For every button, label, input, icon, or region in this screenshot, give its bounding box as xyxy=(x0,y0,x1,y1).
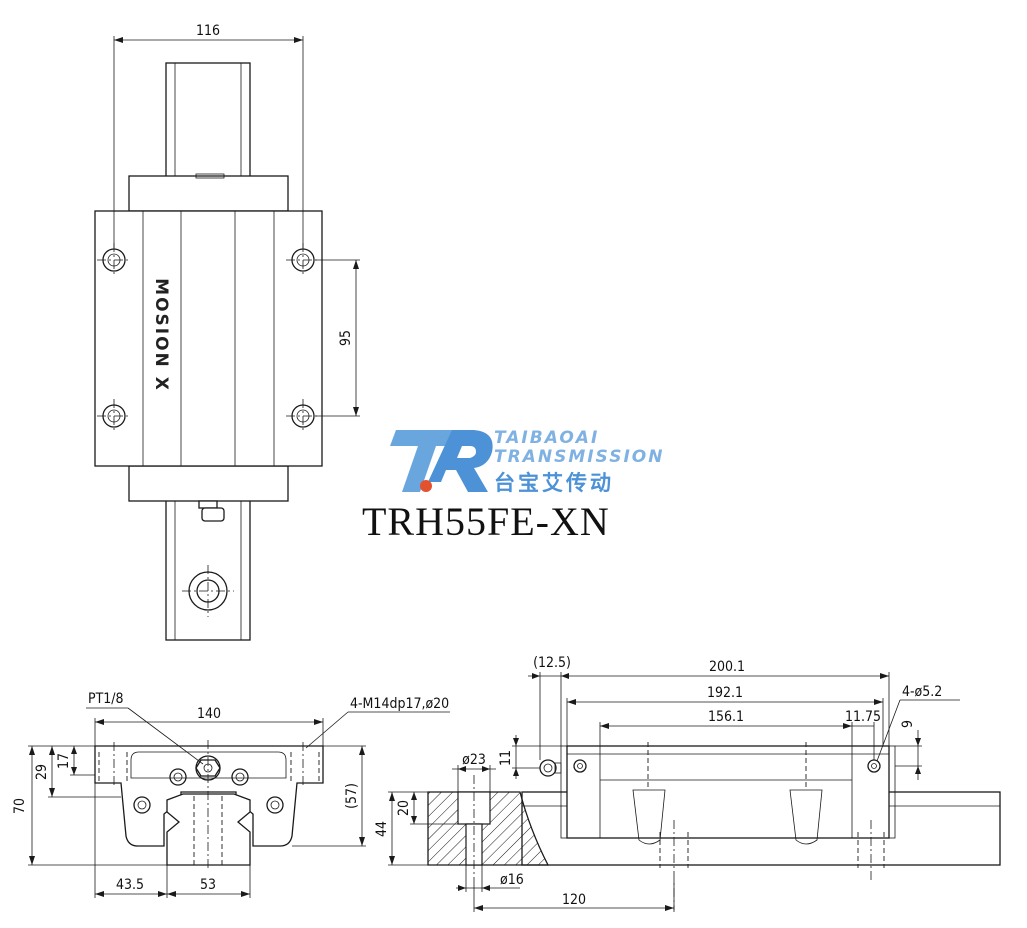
dim-rail-counterbore: ø23 xyxy=(452,752,496,792)
svg-text:ø16: ø16 xyxy=(500,872,524,888)
top-view: MOSION X 116 95 xyxy=(94,23,360,641)
block-marking: MOSION X xyxy=(151,278,171,392)
side-grease-nipple-icon xyxy=(539,759,562,777)
dim-side-top: 11 xyxy=(498,735,561,779)
callout-thread: 4-M14dp17,ø20 xyxy=(305,696,450,749)
front-view-rail xyxy=(166,793,251,866)
svg-text:29: 29 xyxy=(34,764,50,780)
top-view-rail-hole xyxy=(182,565,234,617)
svg-text:120: 120 xyxy=(562,892,586,908)
top-view-mounting-holes xyxy=(97,243,320,433)
svg-text:43.5: 43.5 xyxy=(116,877,144,893)
svg-text:台宝艾传动: 台宝艾传动 xyxy=(494,471,614,495)
callout-lube: PT1/8 xyxy=(86,691,204,765)
model-title: TRH55FE-XN xyxy=(362,499,610,544)
dim-side-body: 192.1 xyxy=(566,685,884,746)
side-view: (12.5) 200.1 192.1 156.1 xyxy=(374,655,1001,912)
svg-text:PT1/8: PT1/8 xyxy=(88,691,124,707)
svg-text:116: 116 xyxy=(196,23,220,39)
svg-text:4-M14dp17,ø20: 4-M14dp17,ø20 xyxy=(350,696,449,712)
svg-text:192.1: 192.1 xyxy=(707,685,743,701)
front-view: PT1/8 4-M14dp17,ø20 140 70 xyxy=(12,691,450,898)
svg-text:200.1: 200.1 xyxy=(709,659,745,675)
top-view-end-seal-bottom xyxy=(128,465,289,502)
dim-rail-pitch: 120 xyxy=(473,880,675,912)
top-view-block xyxy=(94,210,323,467)
svg-text:TAIBAOAI: TAIBAOAI xyxy=(494,428,599,448)
dim-front-h: (57) xyxy=(292,745,366,847)
svg-text:(12.5): (12.5) xyxy=(533,655,571,671)
svg-text:140: 140 xyxy=(197,706,221,722)
dim-rail-height: 44 20 xyxy=(374,791,458,866)
svg-text:11.75: 11.75 xyxy=(845,709,881,725)
svg-text:156.1: 156.1 xyxy=(708,709,744,725)
dim-front-flange: 17 xyxy=(56,746,95,776)
dim-side-hole-h: 9 xyxy=(895,720,922,780)
dim-front-mount: 29 xyxy=(34,746,121,798)
svg-text:ø23: ø23 xyxy=(462,752,486,768)
top-view-end-seal-top xyxy=(128,175,289,212)
dim-side-length: 200.1 xyxy=(561,659,890,746)
dim-top-width: 116 xyxy=(113,23,304,248)
taibaoai-logo: TAIBAOAI TRANSMISSION 台宝艾传动 xyxy=(390,428,664,495)
callout-hole: 4-ø5.2 xyxy=(876,684,960,762)
front-grease-nipple-icon xyxy=(195,755,221,781)
dim-side-pitch: 156.1 xyxy=(599,709,853,746)
front-view-holes xyxy=(133,768,284,814)
svg-text:95: 95 xyxy=(338,330,354,346)
svg-text:9: 9 xyxy=(900,720,916,728)
svg-text:TRANSMISSION: TRANSMISSION xyxy=(494,447,664,467)
dim-front-height: 70 xyxy=(12,745,167,866)
dim-front-bottom: 43.5 53 xyxy=(94,783,251,898)
grease-nipple-icon xyxy=(198,500,225,522)
dim-front-width: 140 xyxy=(94,706,324,746)
svg-text:20: 20 xyxy=(396,800,412,816)
dim-side-nipple: (12.5) xyxy=(528,655,571,760)
svg-text:53: 53 xyxy=(200,877,216,893)
svg-text:44: 44 xyxy=(374,821,390,837)
svg-text:4-ø5.2: 4-ø5.2 xyxy=(902,684,942,700)
dim-rail-hole: ø16 xyxy=(456,865,524,892)
dim-top-hole-pitch: 95 xyxy=(315,259,360,417)
svg-text:17: 17 xyxy=(56,753,72,769)
dim-side-offset: 11.75 xyxy=(845,709,881,760)
svg-text:(57): (57) xyxy=(344,783,360,809)
svg-text:70: 70 xyxy=(12,798,28,814)
svg-text:11: 11 xyxy=(498,750,514,766)
front-view-block xyxy=(94,745,324,847)
side-view-block xyxy=(566,745,890,839)
